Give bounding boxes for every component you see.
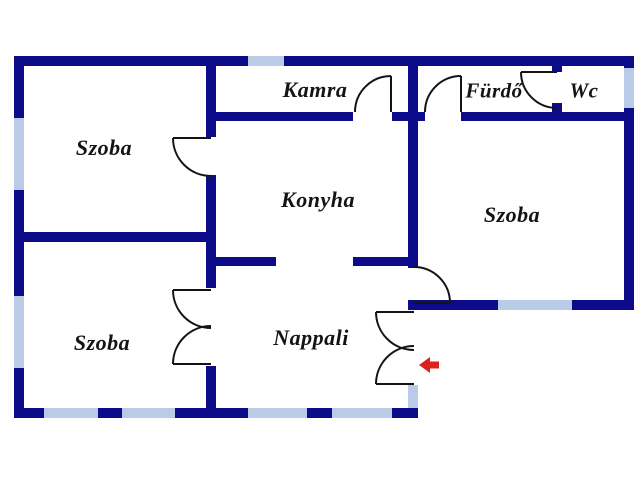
window-bottom-wall (332, 408, 392, 418)
wall-interior-vertical-left (206, 366, 216, 408)
room-label-kamra: Kamra (282, 77, 348, 102)
wall-interior-furdo-bottom (461, 112, 634, 121)
wall-exterior-top (14, 56, 248, 66)
door-szoba-top-left (172, 137, 212, 177)
window-left-wall-lower (14, 296, 24, 368)
door-double-szoba-nappali (172, 289, 212, 365)
wall-interior-wc-divider (552, 66, 562, 72)
wall-exterior-left (14, 56, 24, 118)
door-furdo (424, 75, 462, 113)
wall-interior-vertical-right (408, 66, 418, 268)
wall-exterior-bottom-right-section (572, 300, 634, 310)
window-left-wall-upper (14, 118, 24, 190)
door-nappali-szoba-right (413, 266, 451, 304)
wall-interior-konyha-nappali-stub-right (353, 257, 418, 266)
door-entrance-double (375, 311, 415, 385)
room-label-nappali: Nappali (273, 325, 349, 350)
wall-interior-konyha-nappali-stub-left (216, 257, 276, 266)
wall-interior-vertical-left (206, 175, 216, 288)
wall-exterior-left (14, 190, 24, 296)
window-right-szoba-bottom (498, 300, 572, 310)
wall-interior-wc-divider (552, 103, 562, 121)
entrance-arrow-icon (419, 357, 439, 373)
wall-exterior-left (14, 368, 24, 418)
room-label-konyha: Konyha (281, 187, 355, 212)
room-label-szoba-right: Szoba (483, 202, 541, 227)
room-label-szoba-top-left: Szoba (75, 135, 133, 160)
wall-exterior-bottom (98, 408, 122, 418)
wall-interior-kamra-bottom (392, 112, 408, 121)
wall-exterior-bottom (175, 408, 248, 418)
wall-interior-vertical-left (206, 66, 216, 137)
wall-exterior-bottom (307, 408, 332, 418)
room-label-wc: Wc (569, 78, 599, 103)
room-label-szoba-bottom-left: Szoba (73, 330, 131, 355)
wall-interior-bedrooms-divider (24, 232, 206, 242)
wall-interior-kamra-bottom (216, 112, 353, 121)
window-bottom-wall (248, 408, 307, 418)
wall-interior-furdo-bottom (418, 112, 425, 121)
window-top-wall (248, 56, 284, 66)
wall-exterior-bottom (14, 408, 44, 418)
wall-exterior-top (284, 56, 634, 66)
window-right-wall-wc (624, 68, 634, 108)
window-bottom-wall (44, 408, 98, 418)
window-bottom-wall (122, 408, 175, 418)
wall-exterior-right (624, 56, 634, 68)
room-label-furdo: Fürdő (465, 78, 523, 103)
door-kamra (354, 75, 392, 113)
wall-exterior-right (624, 108, 634, 310)
window-entrance-sidelight (408, 385, 418, 408)
wall-exterior-bottom (392, 408, 418, 418)
wall-exterior-bottom-right-section (408, 300, 498, 310)
